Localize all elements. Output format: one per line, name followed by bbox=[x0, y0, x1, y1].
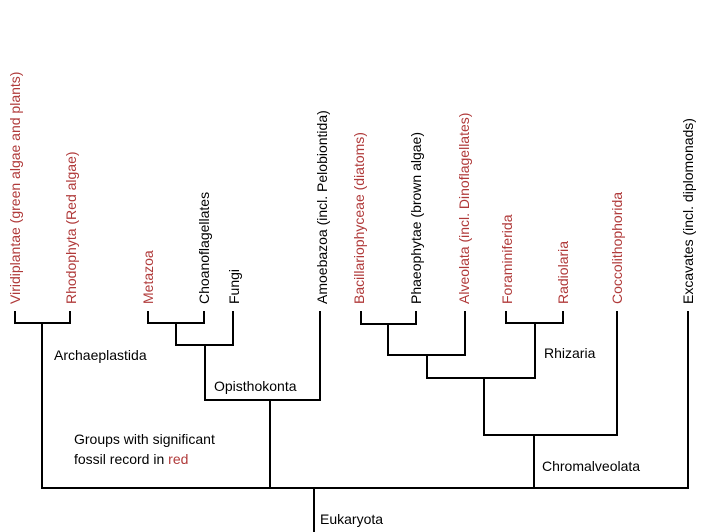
clade-label-chromalveolata: Chromalveolata bbox=[542, 458, 640, 474]
taxon-label-metazoa: Metazoa bbox=[140, 250, 156, 304]
clade-label-eukaryota: Eukaryota bbox=[320, 511, 383, 527]
taxon-label-excavates: Excavates (incl. diplomonads) bbox=[680, 118, 696, 304]
taxon-label-rhodophyta: Rhodophyta (Red algae) bbox=[63, 151, 79, 304]
taxon-labels: Viridiplantae (green algae and plants) R… bbox=[7, 72, 696, 304]
clade-label-rhizaria: Rhizaria bbox=[544, 345, 596, 361]
clade-label-archaeplastida: Archaeplastida bbox=[54, 347, 147, 363]
legend-line-2: fossil record in red bbox=[74, 449, 215, 469]
taxon-label-phaeophytae: Phaeophytae (brown algae) bbox=[408, 132, 424, 304]
taxon-label-fungi: Fungi bbox=[226, 269, 242, 304]
taxon-label-foraminiferida: Foraminiferida bbox=[499, 214, 515, 304]
clade-label-opisthokonta: Opisthokonta bbox=[214, 378, 297, 394]
legend-line-1: Groups with significant bbox=[74, 431, 215, 447]
taxon-label-alveolata: Alveolata (incl. Dinoflagellates) bbox=[456, 113, 472, 304]
taxon-label-viridiplantae: Viridiplantae (green algae and plants) bbox=[7, 72, 23, 304]
tree-branches bbox=[14, 311, 689, 532]
taxon-label-coccolithophorida: Coccolithophorida bbox=[609, 192, 625, 304]
taxon-label-amoebazoa: Amoebazoa (incl. Pelobiontida) bbox=[314, 110, 330, 304]
clade-labels: Archaeplastida Opisthokonta Rhizaria Chr… bbox=[54, 345, 640, 527]
fossil-legend: Groups with significant fossil record in… bbox=[74, 429, 215, 469]
legend-prefix: fossil record in bbox=[74, 451, 169, 467]
taxon-label-choanoflagellates: Choanoflagellates bbox=[196, 192, 212, 304]
legend-red-word: red bbox=[168, 451, 189, 467]
taxon-label-radiolaria: Radiolaria bbox=[555, 241, 571, 304]
taxon-label-bacillariophyceae: Bacillariophyceae (diatoms) bbox=[351, 132, 367, 304]
